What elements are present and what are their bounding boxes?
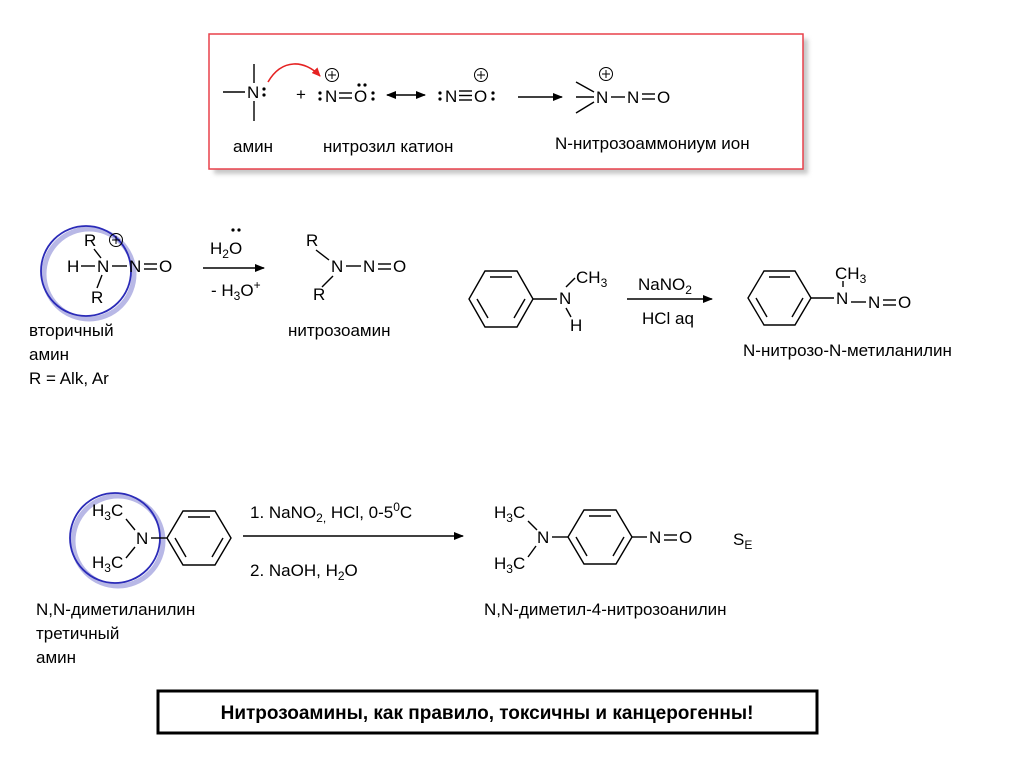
secondary-amine-structure: R H N R N O [67,231,172,307]
label-amine: амин [233,137,273,156]
svg-text:N: N [627,88,639,107]
svg-text:N: N [537,528,549,547]
svg-text:N: N [596,88,608,107]
nitrosoammonium-structure: N N O [575,67,670,114]
label-secondary-line1: вторичный [29,321,114,340]
highlight-circle-shadow [41,226,137,322]
atom-n: N [559,289,571,308]
svg-text:N: N [649,528,661,547]
svg-text:H3C: H3C [494,554,525,576]
reagent-nano2: NaNO2 [638,275,692,297]
label-dimethyl-nitrosoaniline: N,N-диметил-4-нитрозоанилин [484,600,727,619]
amine-structure: N [223,64,266,121]
group-ch3: CH3 [576,268,608,290]
mechanism-se: SE [733,530,752,552]
label-nitrosoammonium-ion: N-нитрозоаммониум ион [555,134,750,153]
conclusion-text: Нитрозоамины, как правило, токсичны и ка… [221,703,754,724]
svg-text:N: N [836,289,848,308]
atom-h: H [570,316,582,335]
label-dimethylaniline-line2: третичный [36,624,119,643]
svg-text:O: O [657,88,670,107]
label-secondary-line3: R = Alk, Ar [29,369,109,388]
svg-text:N: N [136,529,148,548]
lone-pair-dot [231,228,235,232]
reagent-hydronium: - H3O+ [211,278,261,303]
label-nitrosamine: нитрозоамин [288,321,390,340]
svg-text:R: R [306,231,318,250]
label-n-nitroso-n-methylaniline: N-нитрозо-N-метиланилин [743,341,952,360]
nitrosyl-structure-2: N O [438,68,495,106]
svg-text:N: N [129,257,141,276]
svg-text:N: N [97,257,109,276]
svg-text:H3C: H3C [92,553,123,575]
svg-text:N: N [868,293,880,312]
svg-text:O: O [159,257,172,276]
svg-text:N: N [247,83,259,102]
svg-text:N: N [331,257,343,276]
svg-text:N: N [325,87,337,106]
bond-n-ch3 [565,277,576,288]
label-nitrosyl-cation: нитрозил катион [323,137,453,156]
svg-text:O: O [679,528,692,547]
secondary-amine-reaction: R H N R N O H2O - H3O+ R N R [29,225,406,388]
bond-n-h [565,307,572,318]
highlight-circle [40,225,132,317]
plus-sign: + [296,85,306,104]
svg-text:N: N [363,257,375,276]
svg-text:N: N [445,87,457,106]
dimethylaniline-structure: H3C N H3C [92,501,232,575]
curved-arrow [267,63,321,83]
methylaniline-reaction: N CH3 H NaNO2 HCl aq N CH3 N O N-нитрозо… [468,264,952,360]
label-dimethylaniline-line1: N,N-диметиланилин [36,600,195,619]
svg-text:CH3: CH3 [835,264,867,286]
label-dimethylaniline-line3: амин [36,648,76,667]
highlight-circle-shadow-2 [70,493,166,589]
svg-text:R: R [91,288,103,307]
conclusion-box: Нитрозоамины, как правило, токсичны и ка… [156,689,819,735]
benzene-ring-methylaniline [468,270,534,328]
svg-text:H3C: H3C [92,501,123,523]
reagent-step2: 2. NaOH, H2O [250,561,358,583]
reagent-step1: 1. NaNO2, HCl, 0-50C [250,500,412,525]
reagent-hcl: HCl aq [642,309,694,328]
svg-text:O: O [354,87,367,106]
svg-text:O: O [898,293,911,312]
lone-pair-dot [237,228,241,232]
reagent-water: H2O [210,239,242,261]
box-frame [208,33,804,170]
label-secondary-line2: амин [29,345,69,364]
svg-text:R: R [313,285,325,304]
nitrosyl-structure-1: N O [318,68,375,106]
conclusion-frame [156,689,819,735]
svg-text:O: O [393,257,406,276]
tertiary-amine-reaction: H3C N H3C 1. NaNO2, HCl, 0-50C 2. NaOH, … [36,492,752,667]
dimethyl-nitrosoaniline-structure: H3C N H3C N O [494,503,692,576]
mechanism-box: N + N O N [208,33,808,174]
benzene-ring-product [747,270,812,326]
nitrosamine-structure: R N R N O [306,231,406,304]
svg-text:R: R [84,231,96,250]
svg-text:H3C: H3C [494,503,525,525]
svg-text:H: H [67,257,79,276]
svg-text:O: O [474,87,487,106]
